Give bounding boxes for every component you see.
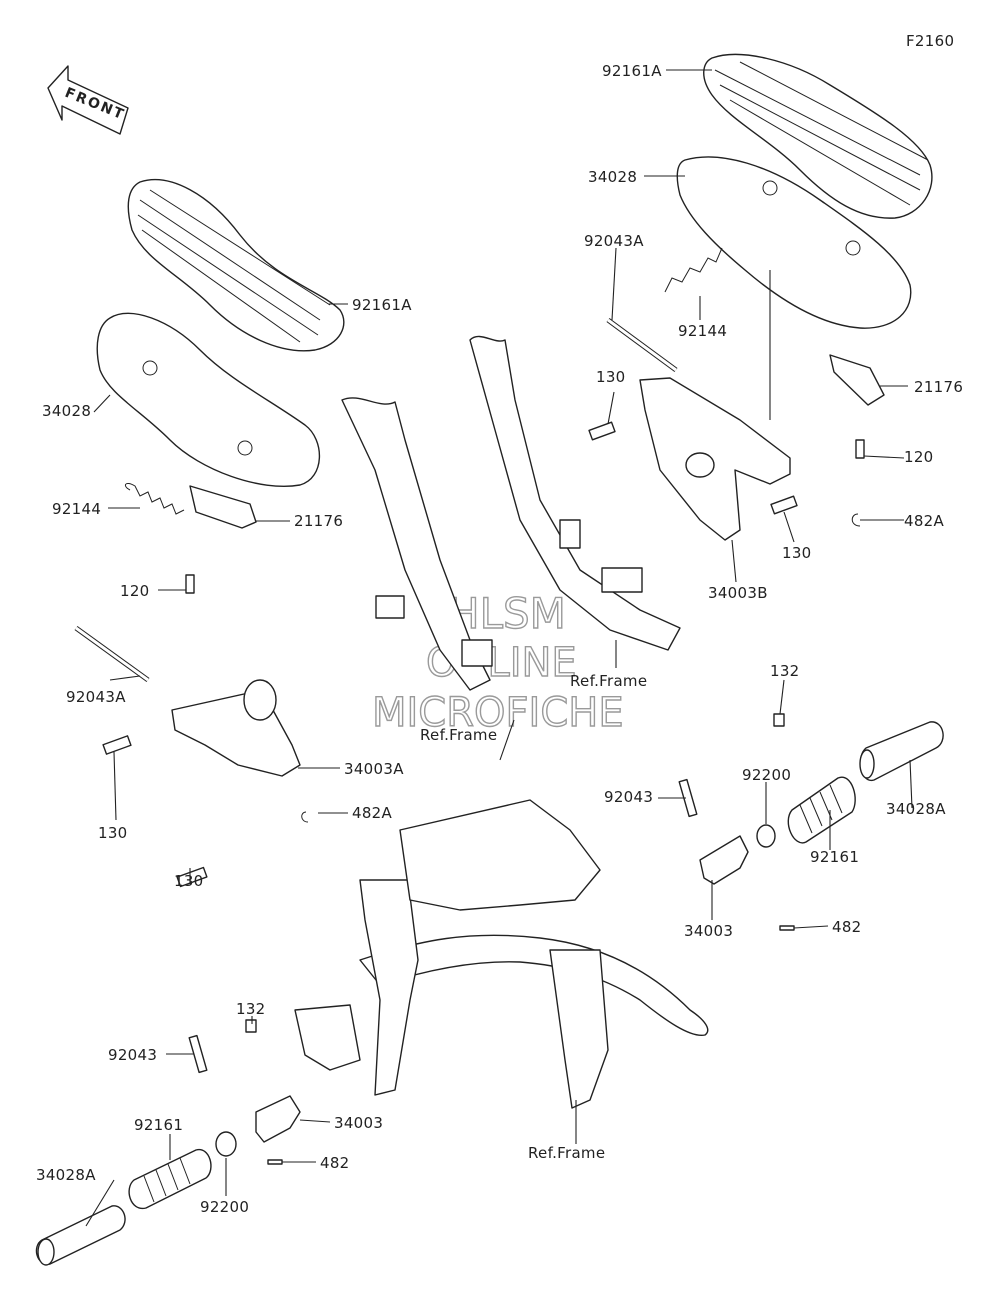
label-92043-low: 92043 (108, 1046, 157, 1064)
svg-text:HLSM: HLSM (448, 589, 566, 638)
left-bolt-120 (185, 574, 195, 594)
label-92200-right: 92200 (742, 766, 791, 784)
label-132-low: 132 (236, 1000, 266, 1018)
left-pin-92043A (74, 625, 150, 683)
right-bolt-120 (855, 439, 865, 459)
right-clip-482A (851, 513, 861, 527)
ref-frame-labels: Ref.Frame Ref.Frame Ref.Frame (420, 672, 647, 1162)
ref-frame-label-upper: Ref.Frame (570, 672, 647, 690)
label-130-left2: 130 (174, 872, 204, 890)
label-92161A-left: 92161A (352, 296, 412, 314)
part-labels: 92161A 34028 92043A 92144 130 21176 120 … (36, 62, 963, 1216)
label-92144-left: 92144 (52, 500, 101, 518)
left-holder-34003A (171, 679, 301, 777)
left-spring (124, 483, 185, 515)
label-482A-left: 482A (352, 804, 393, 822)
ref-frame-label-middle: Ref.Frame (420, 726, 497, 744)
ref-frame-label-lower: Ref.Frame (528, 1144, 605, 1162)
left-bracket-21176 (189, 485, 257, 529)
right-bracket-21176 (829, 354, 885, 406)
label-132-right: 132 (770, 662, 800, 680)
peg-washer-92200-low (215, 1131, 237, 1157)
label-92161A-top: 92161A (602, 62, 662, 80)
left-floorboard-plate (96, 312, 321, 487)
right-pin-92043A (606, 317, 678, 373)
right-spring (664, 247, 723, 293)
label-34003-low: 34003 (334, 1114, 383, 1132)
label-21176-left: 21176 (294, 512, 343, 530)
label-34028A-low: 34028A (36, 1166, 96, 1184)
label-34028-left: 34028 (42, 402, 91, 420)
left-floorboard-mat (127, 178, 345, 352)
peg-washer-92200-right (756, 824, 776, 848)
label-34003B: 34003B (708, 584, 768, 602)
leader-lines (85, 69, 913, 1227)
peg-bolt-132-right (773, 713, 785, 727)
label-130-top2: 130 (782, 544, 812, 562)
label-34028A-right: 34028A (886, 800, 946, 818)
peg-rubber-92161-low (128, 1149, 212, 1209)
watermark: HLSM ONLINE MICROFICHE (371, 588, 624, 736)
peg-clip-482-right (779, 925, 795, 931)
svg-text:MICROFICHE: MICROFICHE (372, 690, 624, 736)
label-34003-right: 34003 (684, 922, 733, 940)
frame-section-lower (294, 799, 709, 1109)
label-92161-low: 92161 (134, 1116, 183, 1134)
label-92043A-top: 92043A (584, 232, 644, 250)
peg-holder-34003-right (699, 835, 749, 885)
left-clip-482A (301, 811, 309, 823)
label-482-low: 482 (320, 1154, 350, 1172)
label-21176-top: 21176 (914, 378, 963, 396)
frame-section-upper (341, 335, 681, 691)
right-floorboard-plate (676, 156, 912, 329)
label-92043A-left: 92043A (66, 688, 126, 706)
front-arrow-icon: FRONT (47, 65, 129, 135)
label-120-left: 120 (120, 582, 150, 600)
right-floorboard-mat (703, 53, 933, 219)
figure-code: F2160 (906, 32, 954, 50)
peg-pin-92043-low (188, 1034, 208, 1074)
peg-sleeve-34028A-low (35, 1205, 126, 1266)
peg-pin-92043-right (678, 778, 698, 818)
peg-rubber-92161-right (787, 776, 856, 844)
label-92144-top: 92144 (678, 322, 727, 340)
label-482-right: 482 (832, 918, 862, 936)
label-34003A: 34003A (344, 760, 404, 778)
label-92161-right: 92161 (810, 848, 859, 866)
left-bolts-130 (102, 735, 208, 888)
right-bolts-130 (588, 421, 798, 515)
peg-bolt-132-low (245, 1019, 257, 1033)
label-482A-top: 482A (904, 512, 945, 530)
peg-sleeve-34028A-right (859, 721, 944, 781)
label-130-top: 130 (596, 368, 626, 386)
label-120-top: 120 (904, 448, 934, 466)
peg-clip-482-low (267, 1159, 283, 1165)
label-92043-right: 92043 (604, 788, 653, 806)
label-130-left1: 130 (98, 824, 128, 842)
peg-holder-34003-low (255, 1095, 301, 1143)
right-holder-34003B (639, 377, 791, 541)
label-92200-low: 92200 (200, 1198, 249, 1216)
label-34028-top: 34028 (588, 168, 637, 186)
